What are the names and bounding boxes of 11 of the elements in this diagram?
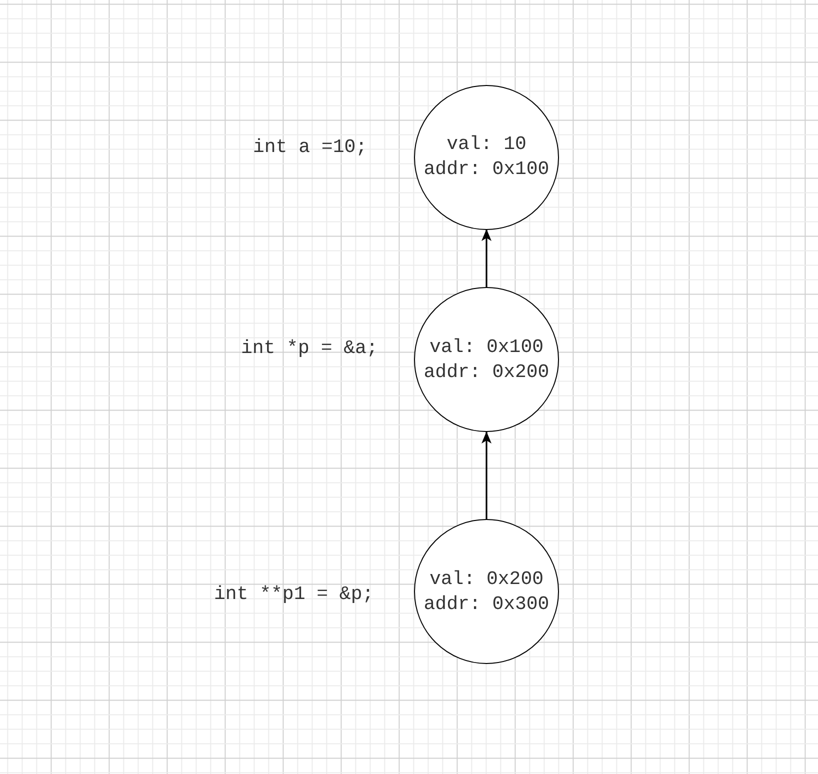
code-statement: int **p1 = &p; [214, 582, 374, 606]
node-text: val: 0x100 [429, 334, 544, 360]
arrow [482, 229, 492, 287]
node-text: addr: 0x200 [424, 360, 550, 384]
arrow [482, 432, 492, 519]
node-text: addr: 0x300 [424, 592, 550, 616]
node-text: val: 10 [446, 132, 526, 157]
code-statement: int a =10; [253, 134, 368, 160]
node-text: addr: 0x100 [424, 157, 550, 182]
node-text: val: 0x200 [429, 566, 544, 592]
code-statement: int *p = &a; [241, 336, 378, 360]
